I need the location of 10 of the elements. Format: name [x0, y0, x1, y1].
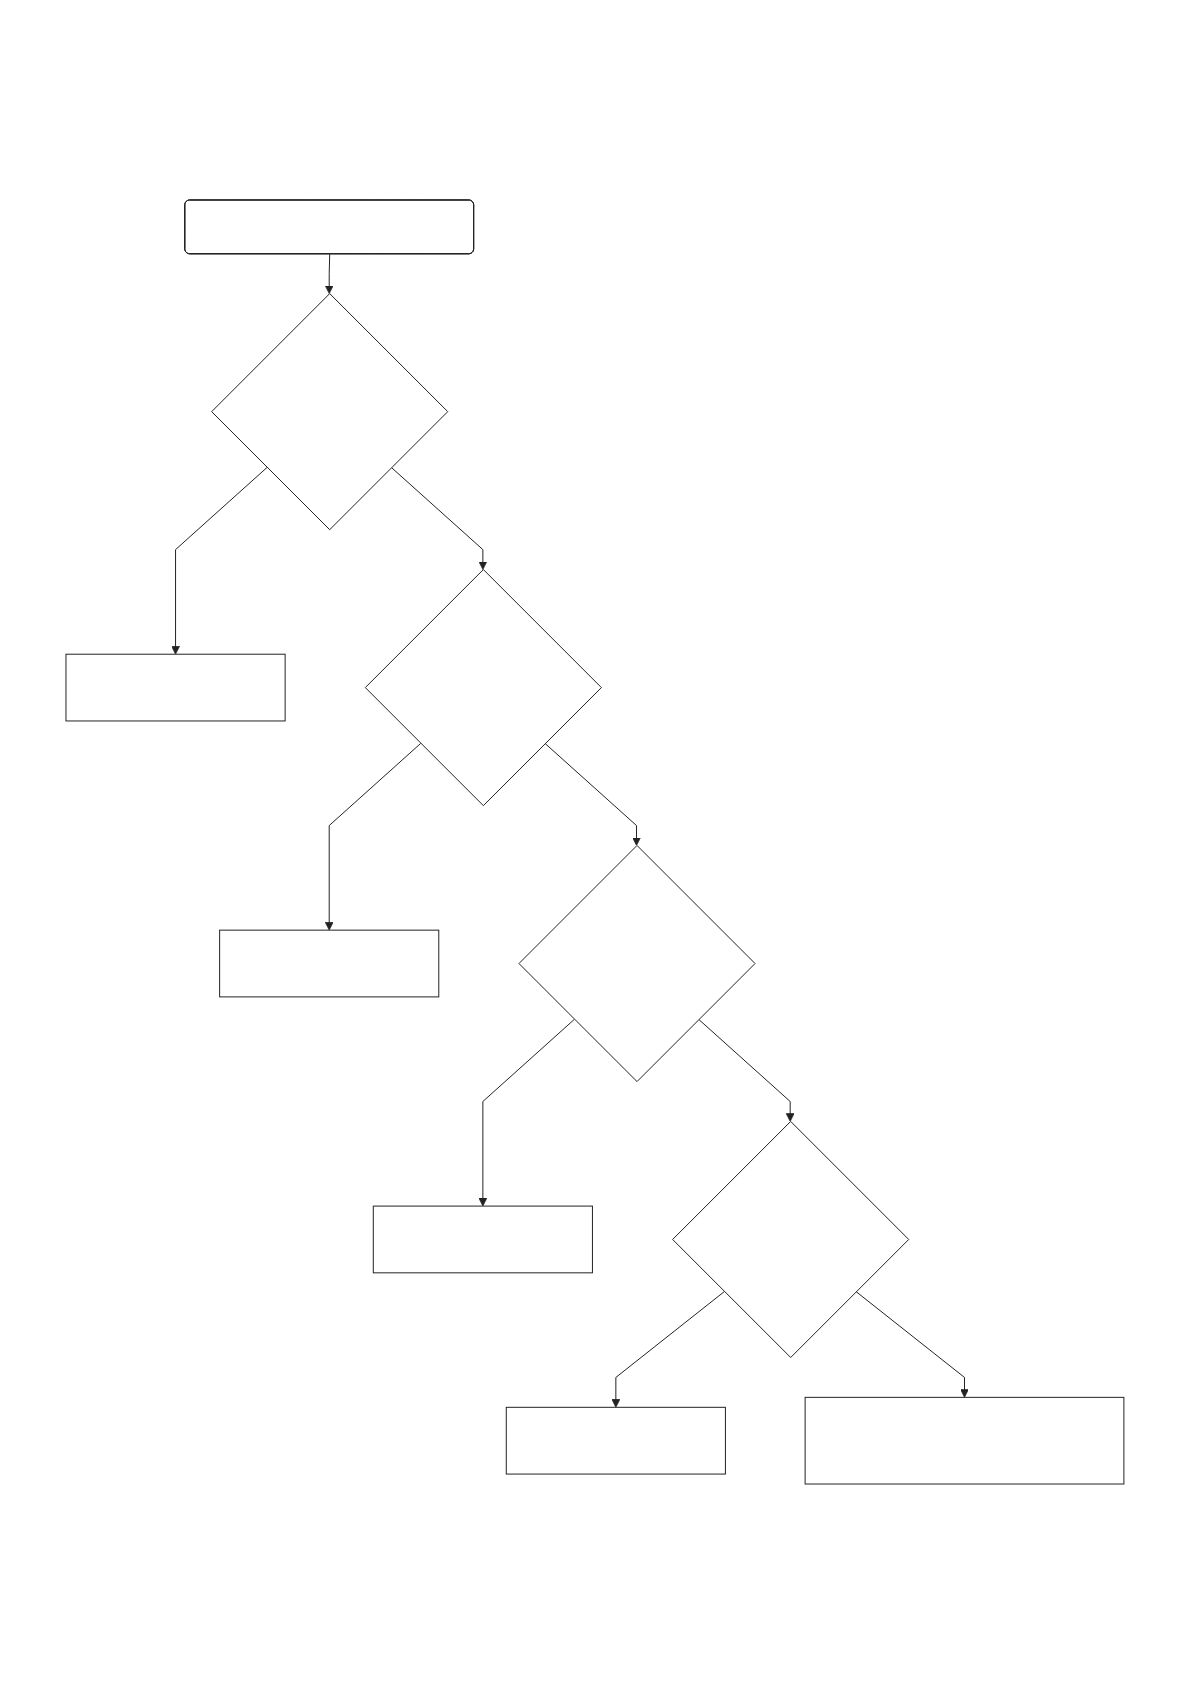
node-diamond [672, 1120, 910, 1358]
node-box [372, 1205, 593, 1274]
node-diamond [211, 293, 449, 531]
arrow [544, 742, 641, 846]
node-box [65, 653, 286, 722]
node-box [804, 1396, 1125, 1485]
node-box [219, 929, 440, 998]
node-box [505, 1406, 726, 1475]
node-diamond [518, 845, 756, 1083]
node-diamond [364, 569, 602, 807]
